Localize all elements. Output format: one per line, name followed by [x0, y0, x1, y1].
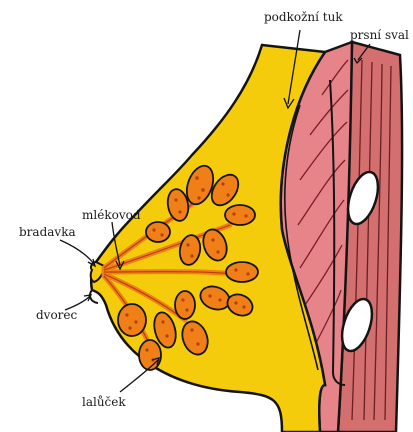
label-pectoral-muscle: prsní sval: [350, 28, 409, 42]
label-areola: dvorec: [36, 308, 77, 322]
label-milk-duct: mlékovod: [82, 208, 141, 222]
label-lobule: lalůček: [82, 395, 126, 409]
label-nipple: bradavka: [19, 225, 76, 239]
label-subcutaneous-fat: podkožní tuk: [264, 10, 343, 24]
